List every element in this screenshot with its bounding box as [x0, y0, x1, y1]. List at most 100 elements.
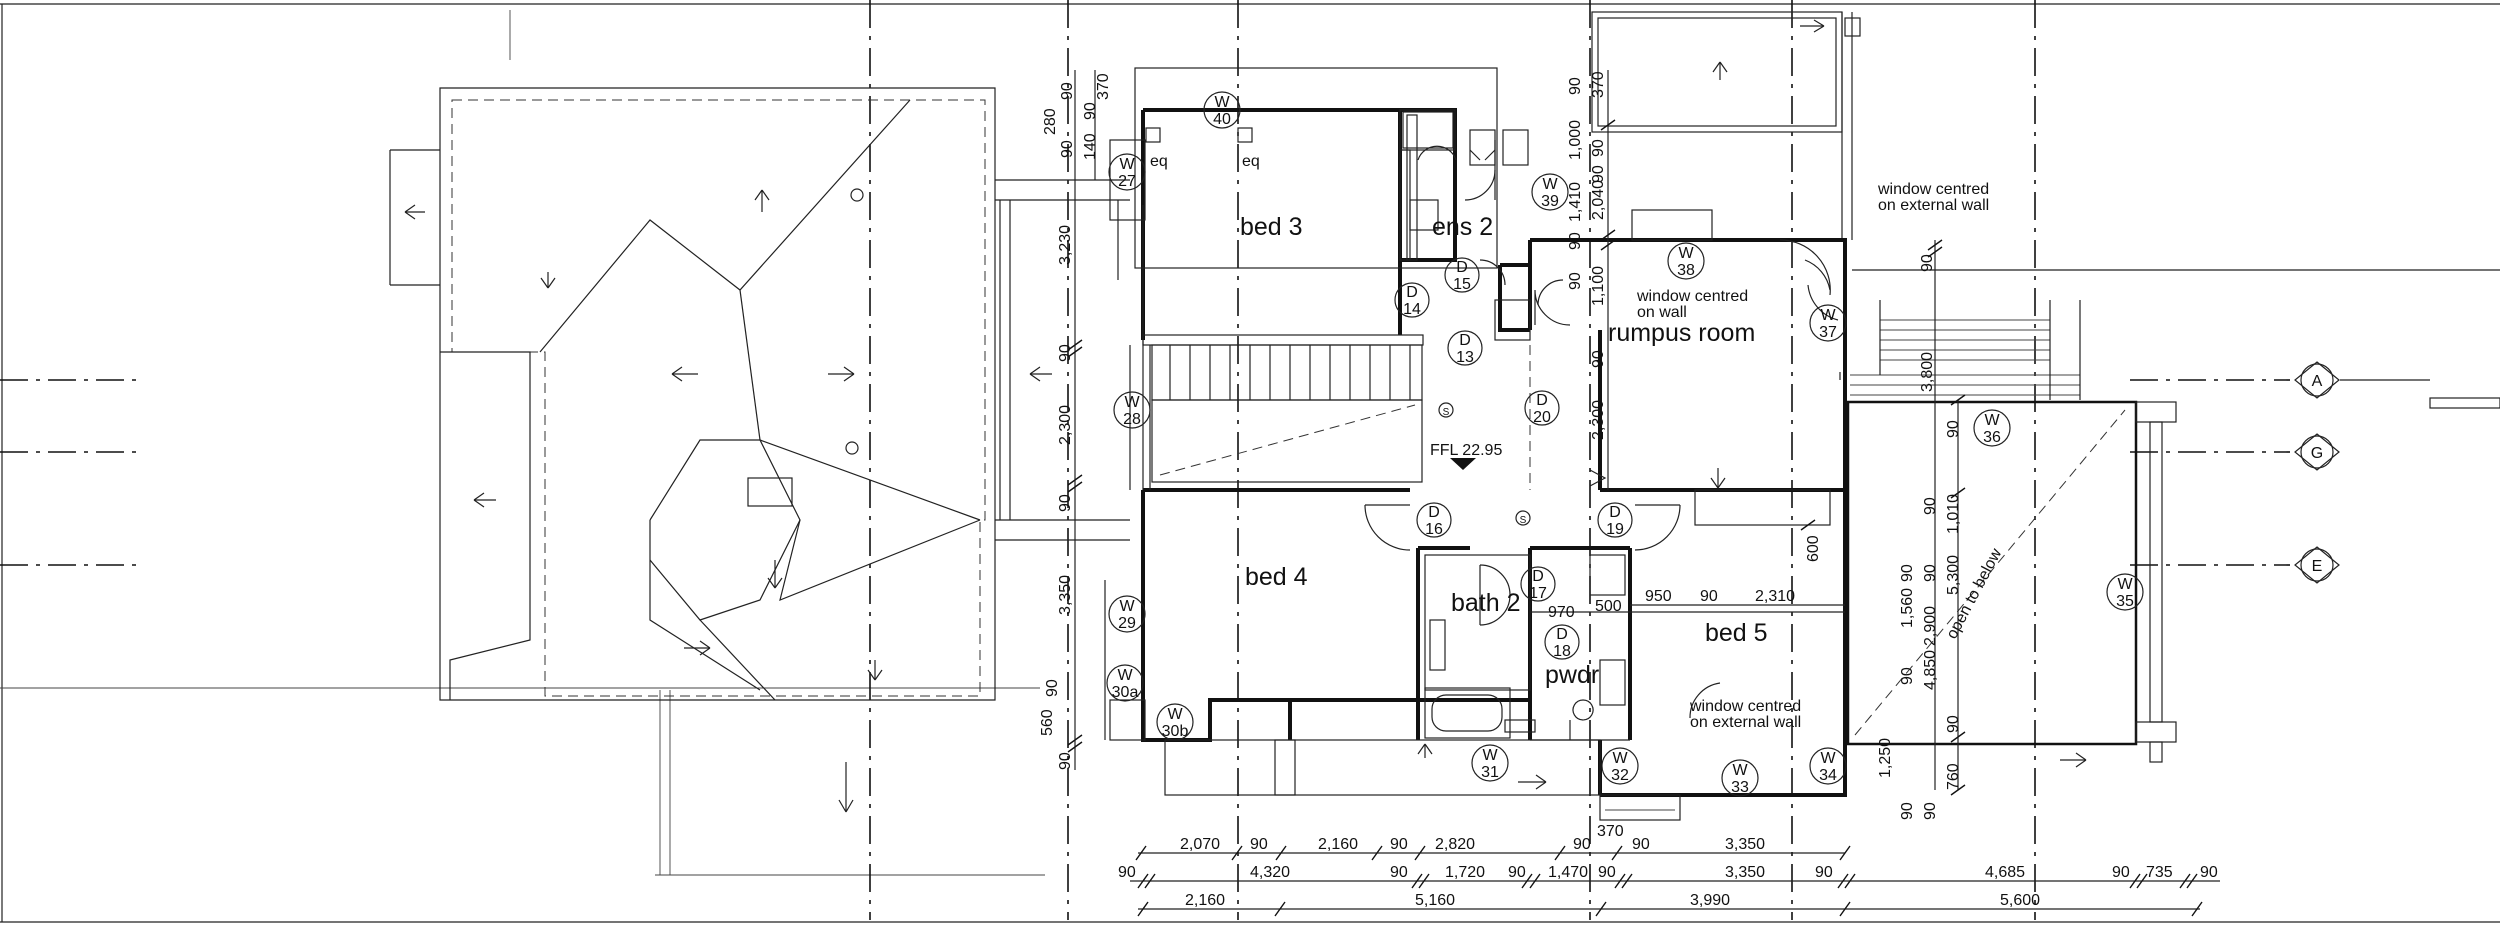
svg-text:4,685: 4,685 — [1985, 864, 2025, 881]
svg-text:90: 90 — [1118, 864, 1136, 881]
door-tag-d13: D13 — [1447, 330, 1483, 366]
svg-text:90: 90 — [1945, 715, 1962, 733]
svg-text:90: 90 — [1899, 802, 1916, 820]
upper-balcony — [1591, 11, 2500, 400]
svg-text:27: 27 — [1118, 173, 1136, 190]
svg-text:37: 37 — [1819, 324, 1837, 341]
svg-text:90: 90 — [1922, 497, 1939, 515]
room-label-bed-3: bed 3 — [1240, 213, 1303, 241]
svg-text:950: 950 — [1645, 588, 1672, 605]
svg-text:W: W — [1124, 394, 1140, 411]
svg-text:1,100: 1,100 — [1590, 266, 1607, 306]
staircase — [1151, 344, 1607, 490]
svg-text:window centred: window centred — [1877, 181, 1989, 198]
svg-text:760: 760 — [1945, 763, 1962, 790]
svg-text:D: D — [1456, 259, 1468, 276]
window-tag-w35: W35 — [2106, 573, 2144, 611]
window-tag-w37: W37 — [1809, 304, 1847, 342]
svg-text:W: W — [1167, 706, 1183, 723]
svg-text:on external wall: on external wall — [1878, 197, 1989, 214]
svg-text:2,310: 2,310 — [1755, 588, 1795, 605]
svg-text:90: 90 — [1082, 102, 1099, 120]
site-frame — [0, 3, 2500, 923]
svg-text:35: 35 — [2116, 593, 2134, 610]
svg-text:14: 14 — [1403, 301, 1421, 318]
window-tag-w32: W32 — [1601, 747, 1639, 785]
svg-text:13: 13 — [1456, 349, 1474, 366]
svg-text:W: W — [2117, 576, 2133, 593]
svg-text:4,320: 4,320 — [1250, 864, 1290, 881]
svg-text:W: W — [1732, 762, 1748, 779]
svg-text:window centred: window centred — [1689, 698, 1801, 715]
svg-text:1,410: 1,410 — [1567, 182, 1584, 222]
grid-lines — [0, 0, 2290, 920]
dimensions-right: 90 3,800 90 1,010 90 90 1,560 90 5,300 2… — [1877, 239, 1966, 820]
svg-text:W: W — [1214, 94, 1230, 111]
svg-text:on wall: on wall — [1637, 304, 1687, 321]
dimensions-inner: 970 500 950 90 2,310 — [1530, 588, 1845, 621]
svg-text:90: 90 — [1508, 864, 1526, 881]
svg-text:1,720: 1,720 — [1445, 864, 1485, 881]
svg-text:29: 29 — [1118, 615, 1136, 632]
svg-text:500: 500 — [1595, 598, 1622, 615]
svg-text:90: 90 — [1059, 82, 1076, 100]
svg-text:90: 90 — [1044, 679, 1061, 697]
svg-text:W: W — [1119, 598, 1135, 615]
svg-text:90: 90 — [1059, 140, 1076, 158]
svg-text:17: 17 — [1529, 585, 1547, 602]
outline-lines — [1104, 67, 1841, 821]
svg-text:5,300: 5,300 — [1945, 555, 1962, 595]
svg-text:90: 90 — [1922, 564, 1939, 582]
svg-text:G: G — [2311, 445, 2323, 462]
svg-text:90: 90 — [1390, 836, 1408, 853]
svg-text:2,160: 2,160 — [1318, 836, 1358, 853]
svg-text:90: 90 — [1598, 864, 1616, 881]
window-tag-w38: W38 — [1667, 242, 1705, 280]
svg-text:on external wall: on external wall — [1690, 714, 1801, 731]
svg-text:D: D — [1556, 626, 1568, 643]
svg-text:1,250: 1,250 — [1877, 738, 1894, 778]
grid-marker-g: G — [2294, 433, 2340, 471]
open-to-below-void — [1846, 400, 2177, 768]
svg-text:4,850: 4,850 — [1922, 650, 1939, 690]
room-label-pwdr: pwdr — [1545, 661, 1599, 689]
svg-text:39: 39 — [1541, 193, 1559, 210]
grid-marker-e: E — [2294, 546, 2340, 584]
svg-text:D: D — [1536, 392, 1548, 409]
svg-text:33: 33 — [1731, 779, 1749, 796]
svg-text:38: 38 — [1677, 262, 1695, 279]
svg-text:5,160: 5,160 — [1415, 892, 1455, 909]
svg-text:90: 90 — [1945, 420, 1962, 438]
window-tag-w40: W40 — [1203, 91, 1241, 129]
svg-text:2,160: 2,160 — [1185, 892, 1225, 909]
svg-text:16: 16 — [1425, 521, 1443, 538]
svg-text:D: D — [1428, 504, 1440, 521]
rumpus-fixtures — [1494, 209, 1713, 341]
svg-text:90: 90 — [1567, 272, 1584, 290]
svg-text:2,820: 2,820 — [1435, 836, 1475, 853]
svg-text:2,300: 2,300 — [1057, 405, 1074, 445]
door-tag-d18: D18 — [1544, 624, 1580, 660]
svg-text:90: 90 — [1899, 667, 1916, 685]
svg-text:W: W — [1119, 156, 1135, 173]
room-label-rumpus: rumpus room — [1608, 319, 1755, 347]
svg-text:1,000: 1,000 — [1567, 120, 1584, 160]
svg-text:3,230: 3,230 — [1057, 225, 1074, 265]
room-label-bed-5: bed 5 — [1705, 619, 1768, 647]
svg-text:90: 90 — [1590, 139, 1607, 157]
svg-text:970: 970 — [1548, 604, 1575, 621]
svg-text:34: 34 — [1819, 767, 1837, 784]
svg-text:D: D — [1406, 284, 1418, 301]
svg-text:735: 735 — [2146, 864, 2173, 881]
svg-text:eq: eq — [1150, 153, 1168, 170]
door-tag-d20: D20 — [1524, 390, 1560, 426]
svg-text:W: W — [1117, 667, 1133, 684]
svg-text:W: W — [1482, 747, 1498, 764]
svg-text:370: 370 — [1597, 823, 1624, 840]
svg-text:3,990: 3,990 — [1690, 892, 1730, 909]
svg-text:D: D — [1609, 504, 1621, 521]
svg-text:90: 90 — [1390, 864, 1408, 881]
ensuite-fixtures — [1402, 111, 1831, 326]
dimensions-left: 280 90 370 90 140 90 3,230 90 2,300 90 3… — [1039, 70, 1112, 770]
